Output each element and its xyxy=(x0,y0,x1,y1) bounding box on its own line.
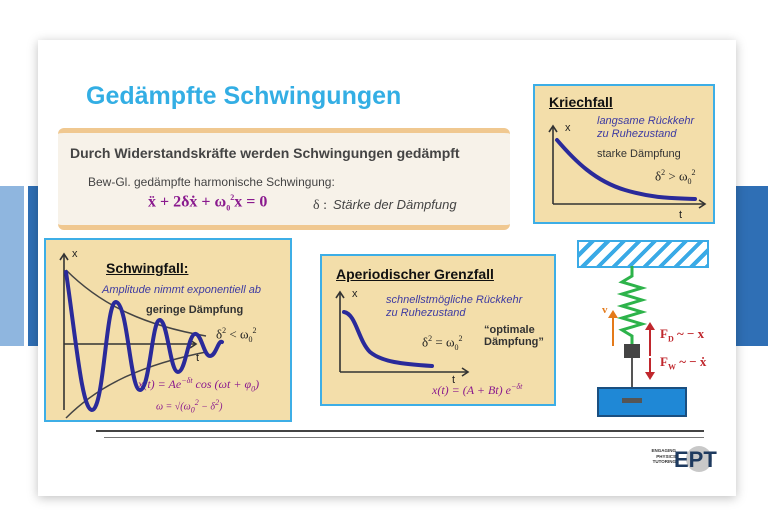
kriechfall-heading: Kriechfall xyxy=(549,94,613,110)
schwingfall-box: Schwingfall: Amplitude nimmt exponentiel… xyxy=(44,238,292,422)
schwingfall-omega: ω = √(ω02 − δ2) xyxy=(156,398,223,415)
spring-damper-apparatus xyxy=(597,266,687,417)
delta-definition: δ : Stärke der Dämpfung xyxy=(313,197,457,214)
spring xyxy=(616,266,648,344)
schwingfall-heading: Schwingfall: xyxy=(106,260,189,276)
schwingfall-condition: δ2 < ω02 xyxy=(216,326,257,344)
slide-title: Gedämpfte Schwingungen xyxy=(86,82,402,110)
mass-block xyxy=(624,344,640,358)
grenzfall-condition: δ2 = ω02 xyxy=(422,334,463,352)
divider-line-1 xyxy=(96,430,704,432)
grenzfall-formula: x(t) = (A + Bt) e−δt xyxy=(432,382,523,397)
kriechfall-damping: starke Dämpfung xyxy=(597,148,681,160)
kriechfall-x-label: x xyxy=(565,122,571,134)
envelope-lower xyxy=(65,351,207,419)
intro-line-1: Durch Widerstandskräfte werden Schwingun… xyxy=(70,145,460,161)
kriechfall-note: langsame Rückkehr zu Ruhezustand xyxy=(597,115,695,140)
kriechfall-condition: δ2 > ω02 xyxy=(655,168,696,186)
envelope-upper xyxy=(65,269,207,337)
left-bar-light xyxy=(0,186,24,346)
schwingfall-x-label: x xyxy=(72,248,78,260)
equation-of-motion: ẍ + 2δẋ + ω02x = 0 xyxy=(148,193,268,213)
grenzfall-quote: “optimale Dämpfung” xyxy=(484,324,544,348)
grenzfall-curve xyxy=(342,310,434,368)
kriechfall-t-label: t xyxy=(679,209,683,221)
intro-banner: Durch Widerstandskräfte werden Schwingun… xyxy=(58,128,510,230)
delta-text: Stärke der Dämpfung xyxy=(333,197,457,212)
schwingfall-formula: x(t) = Ae−δt cos (ωt + φ0) xyxy=(138,376,260,394)
schwingfall-curve xyxy=(64,270,224,413)
ceiling-hatch xyxy=(577,240,709,268)
grenzfall-note: schnellstmögliche Rückkehr zu Ruhezustan… xyxy=(386,294,523,319)
schwingfall-t-label: t xyxy=(196,352,200,364)
schwingfall-note: Amplitude nimmt exponentiell ab xyxy=(102,284,261,296)
kriechfall-plot xyxy=(548,124,707,209)
delta-symbol: δ : xyxy=(313,198,327,213)
grenzfall-t-label: t xyxy=(452,374,456,386)
piston-plate xyxy=(622,398,642,403)
logo-circle xyxy=(686,446,712,472)
kriechfall-curve xyxy=(555,138,697,201)
kriechfall-box: Kriechfall langsame Rückkehr zu Ruhezust… xyxy=(533,84,715,224)
logo-ept: EPT xyxy=(674,447,717,472)
intro-line-2: Bew-Gl. gedämpfte harmonische Schwingung… xyxy=(88,175,335,189)
schwingfall-damping: geringe Dämpfung xyxy=(146,304,244,316)
schwingfall-plot xyxy=(59,252,224,419)
velocity-label: v xyxy=(602,304,608,316)
logo-small-text: ENGAGING PHYSICS TUTORING xyxy=(651,448,676,464)
grenzfall-box: Aperiodischer Grenzfall schnellstmöglich… xyxy=(320,254,556,406)
fw-label: FW ~ − ẋ xyxy=(660,354,707,372)
right-bar-dark xyxy=(736,186,768,346)
fd-label: FD ~ − x xyxy=(660,326,705,344)
grenzfall-plot xyxy=(335,290,470,377)
grenzfall-heading: Aperiodischer Grenzfall xyxy=(336,266,494,282)
grenzfall-x-label: x xyxy=(352,288,358,300)
divider-line-2 xyxy=(104,437,704,438)
